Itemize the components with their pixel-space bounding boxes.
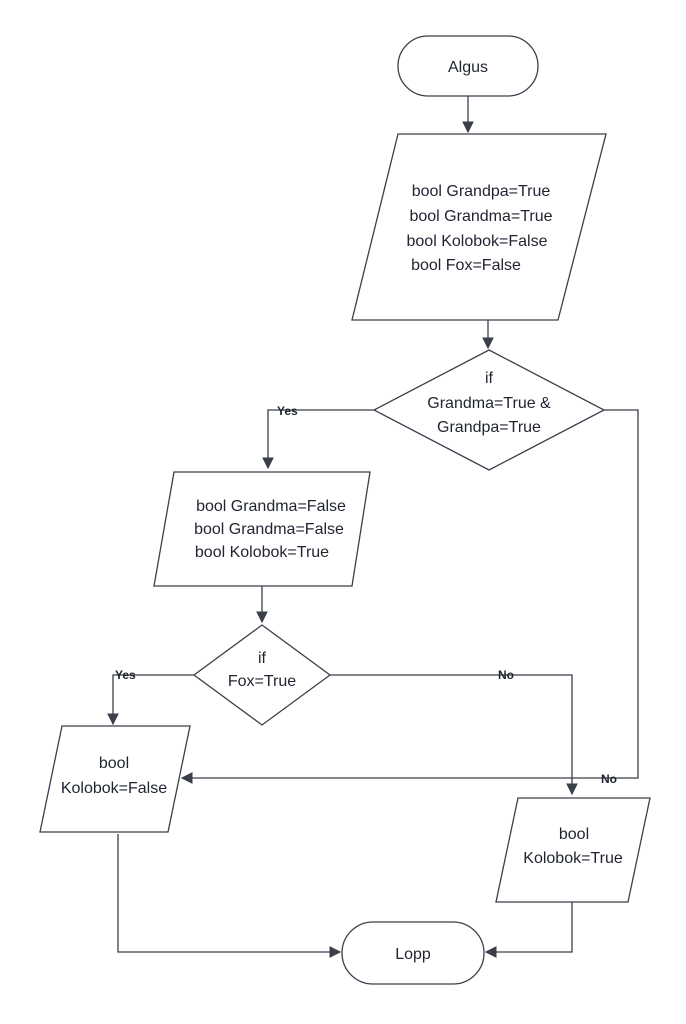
edge-decision2-no (330, 674, 578, 796)
start-terminal: Algus (397, 35, 539, 97)
process1-line-3: bool Kolobok=True (195, 544, 329, 561)
init-line-1: bool Grandpa=True (412, 183, 551, 200)
init-line-3: bool Kolobok=False (407, 233, 548, 250)
edges (107, 96, 639, 958)
edge-decision1-no (180, 409, 639, 784)
edge-decision2-yes (107, 674, 194, 726)
decision1-line-2: Grandma=True & (427, 395, 551, 412)
label-decision1-yes: Yes (277, 404, 298, 418)
edge-outfalse-to-end (117, 834, 342, 958)
decision2-line-1: if (258, 650, 267, 667)
init-line-2: bool Grandma=True (409, 208, 552, 225)
label-decision1-no: No (601, 772, 617, 786)
decision1-line-3: Grandpa=True (437, 419, 541, 436)
end-terminal: Lopp (341, 921, 485, 985)
label-decision2-yes: Yes (115, 668, 136, 682)
decision-grandma-grandpa: if Grandma=True & Grandpa=True (372, 349, 606, 471)
process1-line-2: bool Grandma=False (194, 521, 344, 538)
outfalse-line-2: Kolobok=False (61, 780, 167, 797)
outtrue-line-2: Kolobok=True (523, 850, 623, 867)
edge-labels: Yes No Yes No (115, 404, 617, 786)
end-label: Lopp (395, 946, 431, 963)
init-line-4: bool Fox=False (411, 257, 521, 274)
decision1-line-1: if (485, 370, 494, 387)
edge-outtrue-to-end (484, 902, 573, 958)
output-kolobok-false: bool Kolobok=False (39, 725, 191, 833)
process1-line-1: bool Grandma=False (196, 498, 346, 515)
start-label: Algus (448, 59, 488, 76)
decision2-line-2: Fox=True (228, 673, 296, 690)
process-grandparents-kolobok: bool Grandma=False bool Grandma=False bo… (153, 471, 371, 587)
outfalse-line-1: bool (99, 755, 129, 772)
edge-decision1-yes (262, 409, 374, 470)
init-io-block: bool Grandpa=True bool Grandma=True bool… (351, 133, 607, 321)
output-kolobok-true: bool Kolobok=True (495, 797, 651, 903)
label-decision2-no: No (498, 668, 514, 682)
decision-fox: if Fox=True (192, 624, 332, 726)
outtrue-line-1: bool (559, 826, 589, 843)
